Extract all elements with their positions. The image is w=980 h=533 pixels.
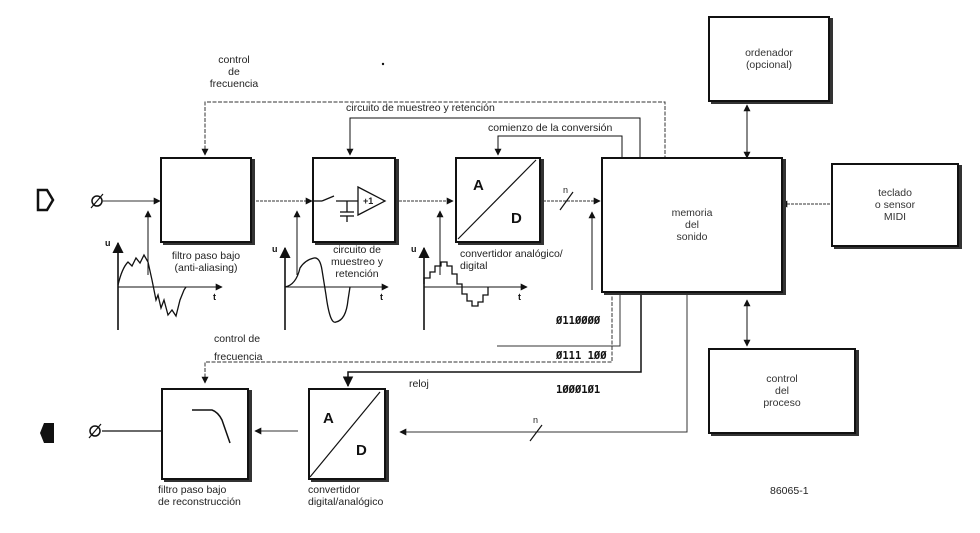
- graph-quantized-signal: [418, 246, 528, 330]
- sample-hold-caption: circuito de muestreo y retención: [331, 244, 383, 280]
- process-control-text: control del proceso: [763, 373, 801, 409]
- graph3-y-label: u: [411, 244, 417, 254]
- antialias-filter-caption: filtro paso bajo (anti-aliasing): [171, 250, 241, 274]
- dac-caption: convertidor digital/analógico: [308, 484, 384, 508]
- graph2-y-label: u: [272, 244, 278, 254]
- sound-memory-block[interactable]: memoria del sonido: [601, 157, 783, 293]
- sound-memory-text: memoria del sonido: [671, 207, 713, 243]
- dac-letter-a: A: [323, 410, 334, 427]
- output-terminal-icon: [88, 423, 102, 439]
- bus-width-top-label: n: [563, 185, 569, 195]
- reconstruction-filter-block[interactable]: [161, 388, 249, 480]
- freq-control-top-label: control de frecuencia: [209, 54, 259, 90]
- bus-width-bottom-label: n: [533, 415, 539, 425]
- adc-caption: convertidor analógico/ digital: [460, 248, 563, 272]
- keyboard-midi-text: teclado o sensor MIDI: [874, 187, 916, 223]
- dac-letter-d: D: [356, 442, 367, 459]
- lowpass-curve-icon: [192, 409, 231, 444]
- graph-input-signal: [112, 241, 223, 330]
- computer-text: ordenador (opcional): [745, 47, 793, 71]
- process-control-block[interactable]: control del proceso: [708, 348, 856, 434]
- freq-control-bottom-label: control de frecuencia: [214, 333, 263, 363]
- computer-block[interactable]: ordenador (opcional): [708, 16, 830, 102]
- sample-hold-block[interactable]: [312, 157, 396, 243]
- sample-hold-line-label: circuito de muestreo y retención: [346, 102, 495, 114]
- input-terminal-icon: [90, 193, 104, 209]
- reconstruction-filter-caption: filtro paso bajo de reconstrucción: [158, 484, 241, 508]
- graph1-x-label: t: [213, 292, 216, 302]
- graph1-y-label: u: [105, 238, 111, 248]
- input-arrow-icon: [36, 188, 55, 212]
- adc-letter-a: A: [473, 177, 484, 194]
- dac-block[interactable]: [308, 388, 386, 480]
- graph3-x-label: t: [518, 292, 521, 302]
- clock-label: reloj: [409, 378, 429, 390]
- adc-block[interactable]: [455, 157, 541, 243]
- amplifier-gain-label: +1: [363, 196, 374, 206]
- adc-letter-d: D: [511, 210, 522, 227]
- graph-sampled-signal: [279, 246, 389, 330]
- keyboard-midi-block[interactable]: teclado o sensor MIDI: [831, 163, 959, 247]
- antialias-filter-block[interactable]: [160, 157, 252, 243]
- graph2-x-label: t: [380, 292, 383, 302]
- output-arrow-icon: [40, 423, 54, 443]
- binary-samples: Ø11ØØØØ Ø111 1ØØ 1ØØØ1Ø1: [556, 315, 607, 396]
- figure-id: 86065-1: [770, 485, 809, 497]
- conversion-start-label: comienzo de la conversión: [488, 122, 613, 134]
